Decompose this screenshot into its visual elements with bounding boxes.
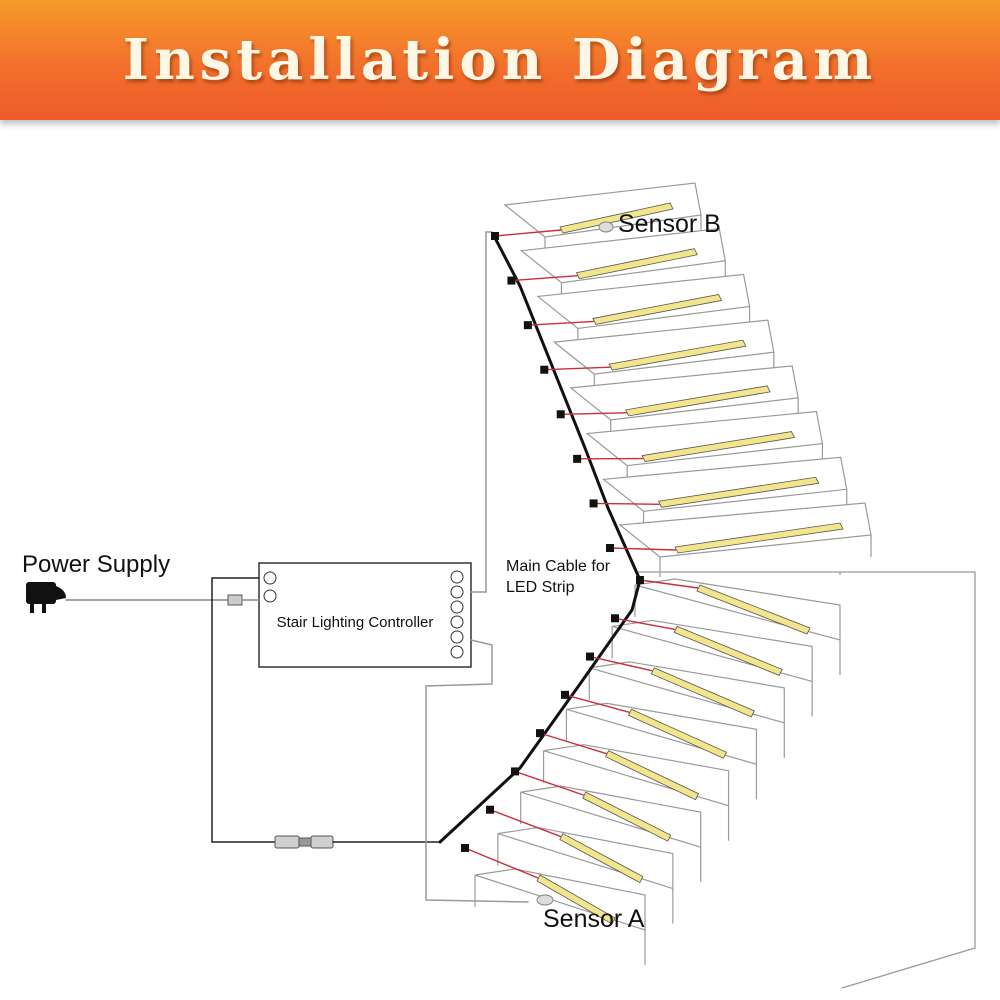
led-wire: [544, 366, 611, 371]
cable-connector: [573, 454, 582, 463]
led-wire: [614, 617, 676, 631]
cable-connector: [556, 410, 565, 419]
led-strip: [650, 667, 755, 718]
controller-label: Stair Lighting Controller: [277, 614, 434, 631]
main-cable-label-line2: LED Strip: [506, 579, 575, 596]
led-strip: [559, 202, 674, 234]
cable-connector: [536, 729, 544, 738]
led-strip: [657, 476, 820, 508]
led-strip: [559, 833, 644, 884]
lower-step: [520, 785, 702, 883]
cable-connector: [461, 844, 469, 852]
lower-step: [497, 826, 674, 924]
cable-connector: [586, 652, 594, 661]
led-strip: [536, 874, 616, 925]
cable-connector: [491, 232, 499, 240]
lower-step: [542, 744, 730, 841]
upper-flight-steps: [503, 182, 872, 577]
led-strip: [582, 791, 672, 842]
lower-step: [474, 868, 646, 965]
led-wire: [511, 275, 578, 282]
led-wire: [564, 694, 630, 713]
led-wire: [464, 847, 539, 879]
led-strip: [641, 431, 796, 463]
sensor-a-label: Sensor A: [543, 905, 645, 933]
led-strip: [673, 625, 783, 676]
lower-step: [588, 661, 785, 758]
cable-connector: [523, 321, 532, 330]
upper-step: [503, 182, 702, 257]
led-wire: [609, 547, 677, 551]
upper-step: [618, 502, 872, 577]
cable-connector: [540, 365, 549, 374]
cable-connector: [636, 576, 644, 584]
installation-diagram: Stair Lighting Controller Power Supply: [22, 182, 976, 989]
lower-flight-steps: [474, 578, 841, 965]
led-wire: [514, 770, 584, 796]
power-adapter-icon: [26, 582, 66, 613]
stair-lighting-controller: Stair Lighting Controller: [258, 562, 472, 668]
stair-landing-block: [635, 571, 976, 989]
led-wire: [639, 579, 699, 589]
led-wire: [560, 412, 627, 415]
led-strip: [674, 522, 844, 554]
lower-step: [634, 578, 841, 675]
cable-connector: [561, 690, 569, 699]
cable-connector: [611, 614, 619, 623]
upper-step: [602, 456, 848, 532]
cable-connector: [511, 767, 519, 776]
led-strip: [625, 385, 771, 417]
upper-step: [536, 273, 751, 349]
cable-connector: [486, 805, 494, 814]
led-strip: [575, 248, 698, 280]
led-wire: [527, 320, 594, 326]
led-strip: [696, 584, 811, 635]
cable-connector: [507, 276, 516, 285]
upper-step: [585, 410, 824, 486]
sensor-b-icon: [598, 221, 614, 233]
led-wire: [539, 732, 607, 755]
lower-step: [565, 702, 758, 800]
page-title: Installation Diagram: [122, 27, 878, 93]
led-strip: [605, 750, 700, 801]
led-strip: [592, 293, 723, 325]
cable-connector: [589, 499, 598, 508]
led-wire-drops: [461, 229, 699, 879]
led-strip: [627, 708, 727, 759]
led-wire: [494, 229, 562, 237]
led-wire: [589, 655, 653, 672]
sensor-b-label: Sensor B: [618, 210, 721, 238]
led-wire: [489, 809, 562, 838]
led-wire: [593, 502, 660, 505]
upper-step: [519, 228, 726, 303]
main-cable-label-line1: Main Cable for: [506, 558, 611, 575]
header-banner: Installation Diagram: [0, 0, 1000, 120]
led-strip: [608, 339, 747, 371]
cable-connector: [606, 544, 614, 552]
power-supply-label: Power Supply: [22, 551, 170, 578]
sensor-a-icon: [536, 894, 554, 906]
